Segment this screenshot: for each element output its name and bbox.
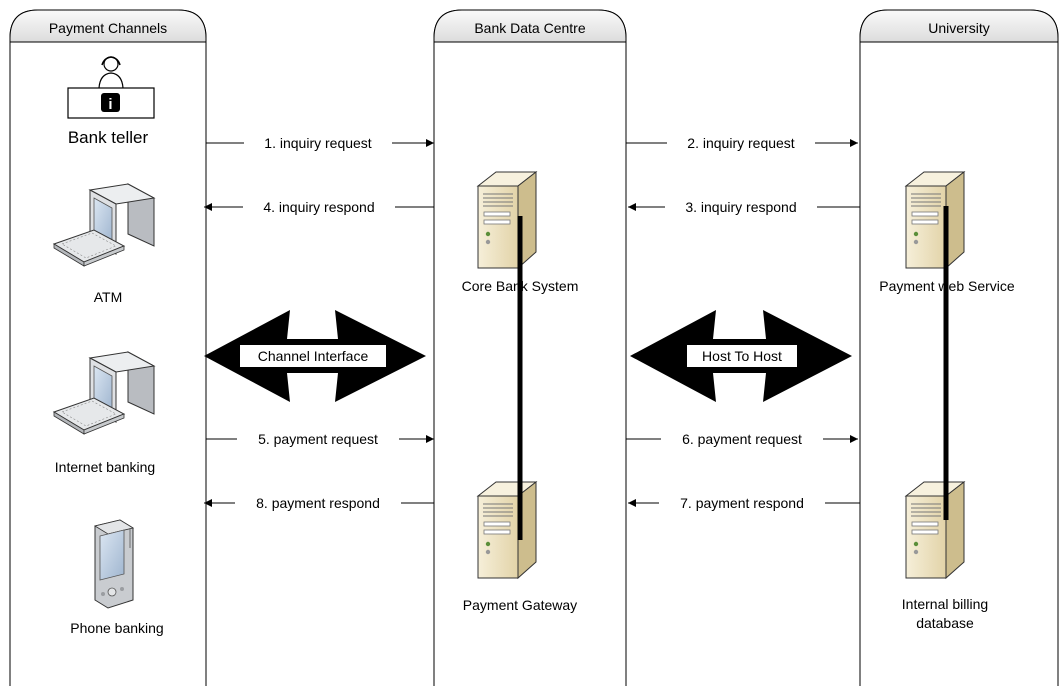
bank-teller-icon: i	[67, 56, 155, 119]
pda-phone-icon	[93, 519, 135, 609]
payment-web-service-server-icon	[905, 171, 965, 269]
bank-teller-label: Bank teller	[68, 128, 149, 147]
host-to-host-arrow: Host To Host	[630, 310, 852, 402]
lane-title-right: University	[928, 20, 989, 36]
lane-bank-data-centre: Bank Data Centre	[433, 9, 627, 686]
lane-title-center: Bank Data Centre	[474, 20, 585, 36]
internet-banking-computer-icon	[53, 351, 155, 435]
lane-university: University	[859, 9, 1059, 686]
payment-web-service-label: Payment web Service	[879, 278, 1015, 294]
channel-interface-arrow: Channel Interface	[204, 310, 426, 402]
core-bank-system-label: Core Bank System	[462, 278, 579, 294]
arrow-8-payment-respond: 8. payment respond	[204, 494, 434, 512]
internal-billing-label-line1: Internal billing	[902, 596, 988, 612]
core-bank-server-icon	[477, 171, 537, 269]
arrow-5-payment-request: 5. payment request	[206, 430, 434, 448]
msg-3-label: 3. inquiry respond	[685, 199, 796, 215]
msg-8-label: 8. payment respond	[256, 495, 380, 511]
lane-payment-channels: Payment Channels	[9, 9, 207, 686]
payment-gateway-label: Payment Gateway	[463, 597, 577, 613]
msg-5-label: 5. payment request	[258, 431, 378, 447]
arrow-7-payment-respond: 7. payment respond	[628, 494, 860, 512]
msg-4-label: 4. inquiry respond	[263, 199, 374, 215]
arrow-1-inquiry-request: 1. inquiry request	[206, 134, 434, 152]
arrow-4-inquiry-respond: 4. inquiry respond	[204, 198, 434, 216]
atm-label: ATM	[94, 289, 123, 305]
host-to-host-label: Host To Host	[702, 348, 782, 364]
arrow-3-inquiry-respond: 3. inquiry respond	[628, 198, 860, 216]
msg-1-label: 1. inquiry request	[264, 135, 372, 151]
svg-text:i: i	[108, 96, 112, 113]
channel-interface-label: Channel Interface	[258, 348, 369, 364]
internal-billing-label-line2: database	[916, 615, 974, 631]
msg-6-label: 6. payment request	[682, 431, 802, 447]
msg-2-label: 2. inquiry request	[687, 135, 795, 151]
arrow-2-inquiry-request: 2. inquiry request	[626, 134, 858, 152]
payment-gateway-server-icon	[477, 481, 537, 579]
msg-7-label: 7. payment respond	[680, 495, 804, 511]
internet-banking-label: Internet banking	[55, 459, 155, 475]
atm-computer-icon	[53, 183, 155, 267]
internal-billing-database-server-icon	[905, 481, 965, 579]
phone-banking-label: Phone banking	[70, 620, 163, 636]
arrow-6-payment-request: 6. payment request	[626, 430, 858, 448]
lane-title-left: Payment Channels	[49, 20, 167, 36]
